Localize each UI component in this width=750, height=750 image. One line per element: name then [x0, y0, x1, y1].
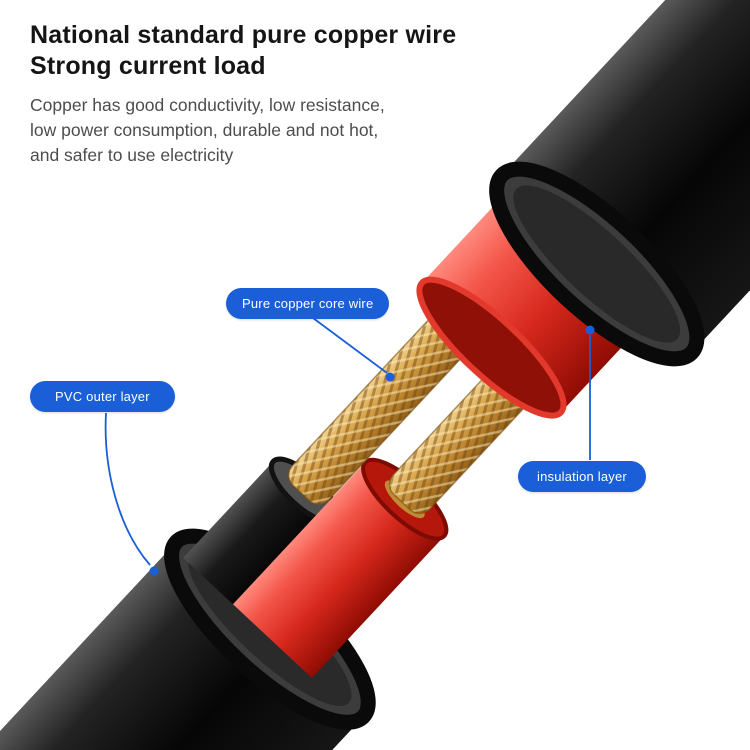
header: National standard pure copper wire Stron… — [30, 20, 456, 168]
description-line-3: and safer to use electricity — [30, 144, 234, 165]
pvc-sheath-right — [501, 0, 750, 353]
callout-insulation-label: insulation layer — [537, 469, 627, 484]
description-line-1: Copper has good conductivity, low resist… — [30, 95, 385, 115]
leader-line-pvc-outer — [104, 412, 151, 566]
leader-dots — [149, 325, 595, 576]
title-line-2: Strong current load — [30, 52, 266, 80]
callout-pvc-outer: PVC outer layer — [30, 381, 175, 412]
leader-lines — [104, 317, 591, 566]
leader-line-copper-core — [312, 317, 388, 374]
description-line-2: low power consumption, durable and not h… — [30, 119, 379, 140]
callout-copper-core-label: Pure copper core wire — [242, 296, 374, 311]
anchor-dot-pvc-outer — [149, 566, 159, 576]
red-insulation-right-face — [416, 276, 567, 419]
callout-copper-core: Pure copper core wire — [226, 288, 390, 319]
pvc-sheath-right-face-inner — [513, 185, 681, 343]
anchor-dot-insulation — [585, 325, 595, 335]
red-insulation-left — [232, 462, 445, 678]
callout-insulation: insulation layer — [518, 461, 646, 492]
title-line-1: National standard pure copper wire — [30, 21, 457, 49]
description: Copper has good conductivity, low resist… — [30, 93, 456, 168]
callout-pvc-outer-label: PVC outer layer — [55, 389, 150, 404]
anchor-dot-copper-core — [385, 372, 395, 382]
